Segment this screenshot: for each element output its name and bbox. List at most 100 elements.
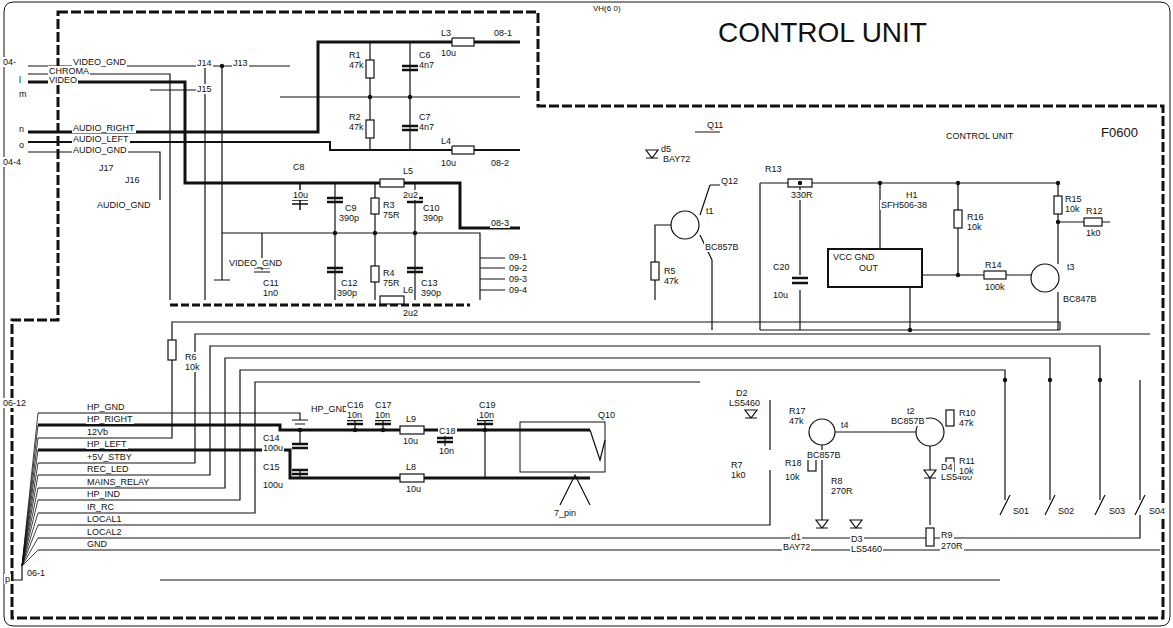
schematic-label: 10u [405, 484, 422, 494]
schematic-label: S02 [1057, 506, 1075, 516]
schematic-label: 09-1 [508, 252, 528, 262]
schematic-label: 10n [346, 410, 363, 420]
schematic-label: S03 [1108, 506, 1126, 516]
schematic-label: LOCAL2 [86, 527, 123, 537]
schematic-label: HP_GND [86, 402, 126, 412]
schematic-label: 10k [958, 466, 975, 476]
schematic-label: REC_LED [86, 464, 130, 474]
schematic-label: L8 [405, 462, 417, 472]
schematic-label: R14 [984, 260, 1003, 270]
schematic-label: C14 [262, 433, 281, 443]
schematic-label: Q12 [720, 176, 739, 186]
schematic-label: 47k [663, 276, 680, 286]
schematic-label: CONTROL UNIT [945, 131, 1014, 142]
schematic-label: 47k [348, 60, 365, 70]
schematic-label: 390p [336, 288, 358, 298]
schematic-label: 10k [1064, 204, 1081, 214]
schematic-label: BAY72 [782, 542, 811, 552]
schematic-label: R16 [966, 212, 985, 222]
schematic-label: C20 [772, 262, 791, 272]
schematic-label: R6 [184, 352, 198, 362]
schematic-label: R9 [940, 530, 954, 540]
schematic-label: HP_LEFT [86, 439, 128, 449]
schematic-label: d1 [790, 532, 802, 542]
schematic-label: AUDIO_LEFT [72, 134, 130, 144]
schematic-label: R15 [1064, 194, 1083, 204]
schematic-label: R12 [1085, 206, 1104, 216]
schematic-label: 09-4 [508, 285, 528, 295]
schematic-label: 04- [2, 57, 17, 67]
schematic-label: 270R [940, 541, 964, 551]
schematic-label: L3 [440, 28, 452, 38]
schematic-label: 75R [382, 210, 401, 220]
schematic-label: C9 [344, 203, 358, 213]
schematic-label: +5V_STBY [86, 452, 133, 462]
schematic-label: 270R [830, 486, 854, 496]
schematic-label: C12 [340, 278, 359, 288]
schematic-label: L6 [402, 285, 414, 295]
schematic-label: R7 [730, 460, 744, 470]
schematic-label: LOCAL1 [86, 514, 123, 524]
schematic-label: 4n7 [418, 122, 435, 132]
schematic-label: 330R [790, 190, 814, 200]
schematic-label: C11 [262, 278, 280, 288]
schematic-label: LS5460 [728, 398, 761, 408]
schematic-label: 100u [262, 443, 284, 453]
schematic-label: 08-3 [490, 218, 510, 228]
schematic-label: R13 [764, 164, 783, 174]
schematic-label: 100u [262, 480, 284, 490]
schematic-label: p [4, 574, 11, 584]
schematic-label: Q10 [597, 410, 616, 420]
schematic-label: VIDEO_GND [228, 258, 283, 268]
schematic-label: t3 [1066, 262, 1076, 272]
schematic-label: t4 [840, 420, 850, 430]
schematic-label: C18 [438, 426, 457, 436]
schematic-label: GND [86, 539, 108, 549]
schematic-label: AUDIO_GND [96, 200, 152, 210]
schematic-label: IR_RC [86, 502, 115, 512]
schematic-label: R11 [958, 456, 976, 466]
schematic-label: R10 [958, 408, 977, 418]
schematic-label: HP_RIGHT [86, 414, 134, 424]
schematic-label: D4 [940, 462, 954, 472]
schematic-label: MAINS_RELAY [86, 477, 150, 487]
schematic-label: n [18, 124, 25, 134]
schematic-label: AUDIO_RIGHT [72, 123, 136, 133]
schematic-label: AUDIO_GND [72, 145, 128, 155]
schematic-label: R17 [788, 406, 807, 416]
schematic-label: C15 [262, 462, 281, 472]
schematic-label: 04-4 [2, 157, 22, 167]
ic-box: VCC GNDOUT [827, 248, 923, 288]
schematic-label: D3 [850, 534, 864, 544]
schematic-label: H1 [905, 190, 919, 200]
schematic-label: 10n [374, 410, 391, 420]
schematic-label: C6 [418, 50, 432, 60]
schematic-label: J17 [98, 163, 115, 173]
schematic-label: 47k [958, 418, 975, 428]
schematic-label: 09-3 [508, 274, 528, 284]
schematic-label: BC847B [1062, 294, 1098, 304]
schematic-label: 10n [478, 410, 495, 420]
schematic-label: S04 [1148, 506, 1166, 516]
schematic-label: R2 [348, 112, 362, 122]
schematic-label: HP_IND [86, 489, 121, 499]
schematic-label: 10u [772, 290, 789, 300]
schematic-label: J13 [232, 58, 249, 68]
schematic-label: BAY72 [662, 154, 691, 164]
schematic-label: R4 [382, 268, 396, 278]
schematic-label: 10u [292, 190, 309, 200]
schematic-label: C19 [478, 400, 497, 410]
schematic-label: S01 [1012, 506, 1030, 516]
schematic-label: 1k0 [730, 470, 747, 480]
schematic-label: 10u [440, 48, 457, 58]
schematic-label: 10u [440, 158, 457, 168]
schematic-label: R18 [784, 458, 803, 468]
schematic-label: 47k [788, 416, 805, 426]
schematic-label: J16 [124, 175, 141, 185]
schematic-label: 390p [338, 213, 360, 223]
schematic-label: C7 [418, 112, 432, 122]
schematic-label: R5 [663, 266, 677, 276]
schematic-label: 2u2 [402, 308, 419, 318]
schematic-label: 75R [382, 278, 401, 288]
